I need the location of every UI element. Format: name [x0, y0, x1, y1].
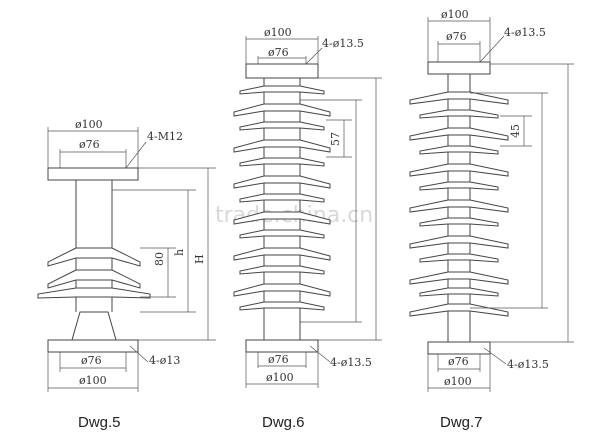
- shed-spacing-label: 45: [509, 124, 522, 138]
- drawing-5: ø100 ø76 4-M12 ø76 ø100 4-ø13 80: [37, 118, 216, 431]
- shed: [47, 269, 141, 289]
- shed: [239, 301, 325, 311]
- top-inner-diameter-label: ø76: [79, 138, 100, 151]
- bottom-inner-diameter-label: ø76: [81, 354, 102, 367]
- shed: [409, 127, 509, 141]
- shed: [419, 145, 499, 155]
- bottom-inner-diameter-label: ø76: [448, 355, 469, 368]
- drawing-7: ø100 ø76 4-ø13.5 ø76 ø100 4-ø13.5 45 Dwg…: [409, 8, 574, 431]
- shed: [47, 247, 141, 267]
- shed: [419, 253, 499, 263]
- shed: [409, 163, 509, 177]
- bottom-flange: [47, 339, 139, 353]
- shed-spacing-label: 80: [153, 252, 166, 266]
- top-holes-label: 4-M12: [147, 130, 183, 143]
- shed: [239, 229, 325, 239]
- top-flange: [245, 63, 319, 79]
- shed: [233, 247, 331, 261]
- drawing-caption: Dwg.7: [440, 414, 483, 431]
- shed: [409, 199, 509, 213]
- shed: [37, 287, 151, 299]
- bottom-outer-diameter-label: ø100: [79, 374, 107, 387]
- dim-H-label: H: [193, 254, 206, 264]
- drawing-caption: Dwg.6: [262, 414, 305, 431]
- shed: [233, 139, 331, 153]
- bottom-inner-diameter-label: ø76: [268, 353, 289, 366]
- top-outer-diameter-label: ø100: [441, 8, 469, 21]
- bottom-flange: [427, 341, 491, 355]
- bottom-holes-label: 4-ø13: [149, 354, 180, 367]
- shed: [239, 85, 325, 95]
- top-inner-diameter-label: ø76: [268, 46, 289, 59]
- shed: [233, 175, 331, 189]
- top-flange: [47, 167, 139, 181]
- shed: [419, 217, 499, 227]
- drawing-caption: Dwg.5: [78, 414, 121, 431]
- shed: [239, 193, 325, 203]
- drawing-6: ø100 ø76 4-ø13.5 ø76 ø100 4-ø13.5 57 Dwg…: [233, 26, 382, 431]
- shed: [409, 271, 509, 285]
- bottom-holes-label: 4-ø13.5: [507, 358, 549, 371]
- shed: [419, 181, 499, 191]
- shed: [419, 109, 499, 119]
- shed: [409, 303, 509, 317]
- shed: [239, 265, 325, 275]
- top-outer-diameter-label: ø100: [75, 118, 103, 131]
- bottom-flange: [245, 339, 319, 353]
- dim-h-label: h: [173, 249, 186, 256]
- shed-group: [233, 85, 331, 311]
- shed: [233, 211, 331, 225]
- shed: [409, 235, 509, 249]
- top-inner-diameter-label: ø76: [446, 30, 467, 43]
- top-holes-label: 4-ø13.5: [504, 26, 546, 39]
- bottom-outer-diameter-label: ø100: [444, 375, 472, 388]
- shed: [419, 287, 499, 297]
- shed: [239, 121, 325, 131]
- bottom-holes-label: 4-ø13.5: [330, 356, 372, 369]
- top-flange: [427, 61, 491, 75]
- top-holes-label: 4-ø13.5: [322, 37, 364, 50]
- bottom-outer-diameter-label: ø100: [266, 371, 294, 384]
- shed: [233, 283, 331, 297]
- shed: [409, 91, 509, 105]
- shed-group: [409, 91, 509, 317]
- shed-spacing-label: 57: [329, 132, 342, 146]
- shed: [239, 157, 325, 167]
- shed: [233, 103, 331, 117]
- top-outer-diameter-label: ø100: [264, 26, 292, 39]
